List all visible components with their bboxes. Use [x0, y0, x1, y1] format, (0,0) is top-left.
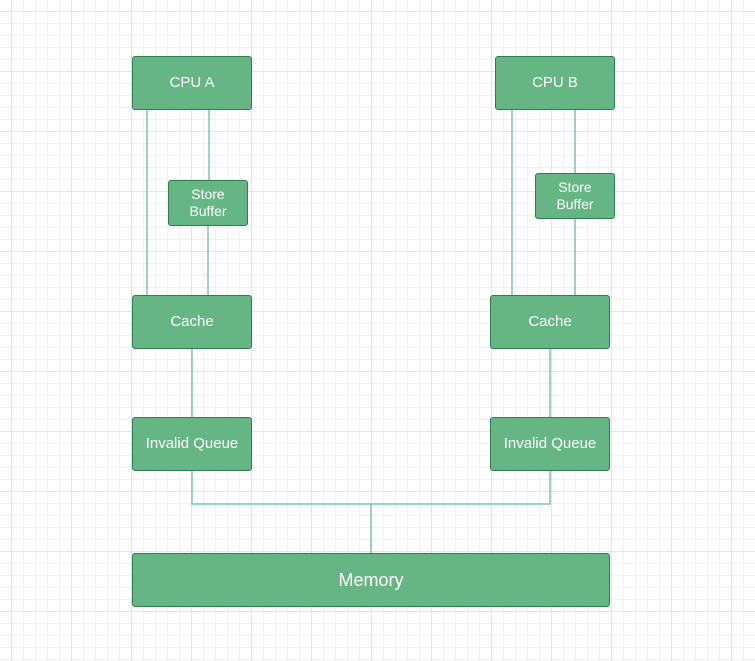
edge-invalid-queues-bus: [191, 471, 551, 505]
invalid-queue-a-box[interactable]: Invalid Queue: [132, 417, 252, 471]
cache-b-box[interactable]: Cache: [490, 295, 610, 349]
cpu-b-box[interactable]: CPU B: [495, 56, 615, 110]
store-buffer-a-box[interactable]: Store Buffer: [168, 180, 248, 226]
memory-box[interactable]: Memory: [132, 553, 610, 607]
store-buffer-b-box[interactable]: Store Buffer: [535, 173, 615, 219]
cpu-a-box[interactable]: CPU A: [132, 56, 252, 110]
invalid-queue-b-box[interactable]: Invalid Queue: [490, 417, 610, 471]
cache-a-box[interactable]: Cache: [132, 295, 252, 349]
